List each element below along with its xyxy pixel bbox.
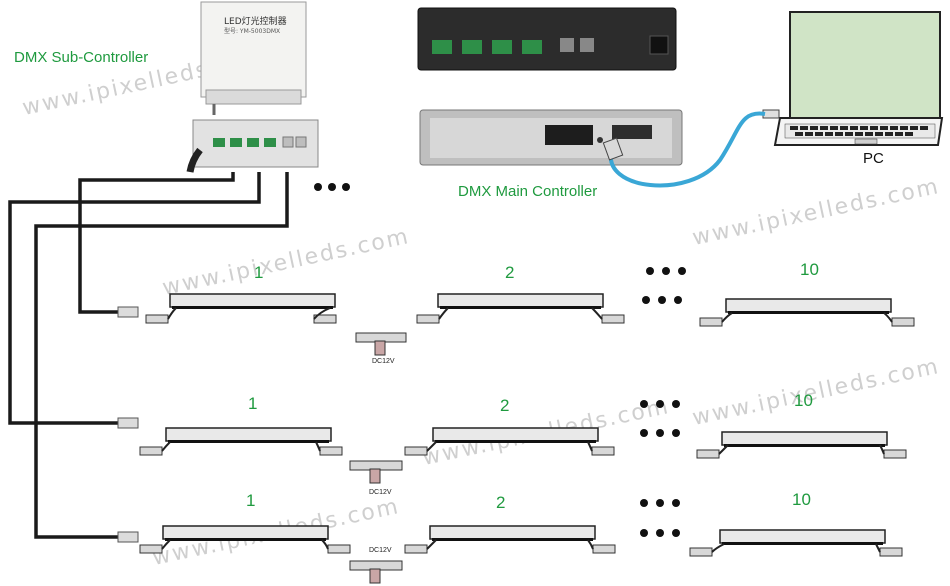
- pc-label: PC: [863, 150, 884, 167]
- dc12v-label: DC12V: [372, 358, 395, 365]
- led-bar: [719, 529, 886, 545]
- led-bar: [725, 298, 892, 314]
- data-cables: [8, 172, 289, 539]
- led-bar: [165, 427, 332, 443]
- led-bar: [721, 431, 888, 447]
- led-bar: [429, 525, 596, 541]
- bar-number: 2: [496, 493, 506, 512]
- bar-number: 1: [254, 263, 264, 282]
- usb-cable: [608, 111, 766, 188]
- bar-number: 10: [794, 391, 813, 410]
- bar-end-connectors: [139, 314, 915, 557]
- led-bar: [437, 293, 604, 309]
- bar-leads: [161, 307, 893, 553]
- bar-number: 2: [500, 396, 510, 415]
- more-bars-ellipsis: [640, 267, 686, 537]
- power-injector: [349, 460, 403, 484]
- main-controller-device: [417, 7, 683, 166]
- cable-connectors: [117, 306, 139, 543]
- power-injector: [349, 560, 403, 584]
- bar-number: 1: [246, 491, 256, 510]
- main-controller-label: DMX Main Controller: [458, 183, 598, 200]
- more-outputs-ellipsis: [314, 183, 350, 191]
- bar-number: 1: [248, 394, 258, 413]
- led-bar: [169, 293, 336, 309]
- sub-controller-device: [186, 1, 319, 173]
- sub-controller-box-sub: 型号: YM-5003DMX: [224, 28, 281, 35]
- bar-number: 2: [505, 263, 515, 282]
- led-bar: [432, 427, 599, 443]
- led-bar: [162, 525, 329, 541]
- sub-controller-box-title: LED灯光控制器: [224, 17, 287, 27]
- laptop-icon: [762, 11, 944, 146]
- sub-controller-label: DMX Sub-Controller: [14, 49, 149, 66]
- power-injector: [355, 332, 407, 356]
- dc12v-label: DC12V: [369, 489, 392, 496]
- dc12v-label: DC12V: [369, 547, 392, 554]
- bar-number: 10: [792, 490, 811, 509]
- bar-number: 10: [800, 260, 819, 279]
